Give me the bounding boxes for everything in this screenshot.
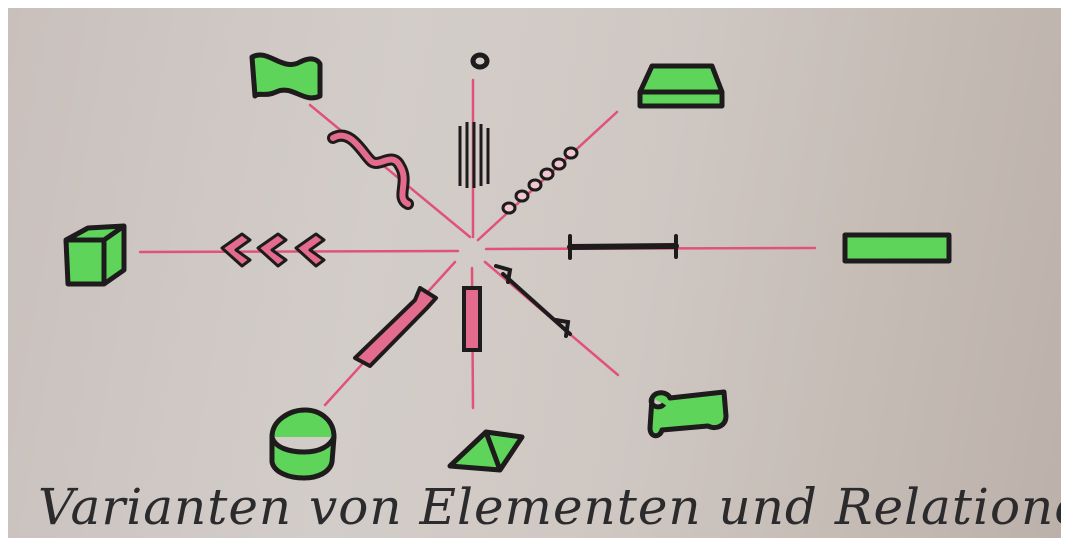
line-upper-left [308, 103, 472, 239]
long-bar-icon [842, 232, 952, 264]
relations-diagram [63, 52, 952, 481]
cube-icon [63, 223, 127, 287]
slab-icon [637, 63, 725, 109]
tetrahedron-icon [447, 429, 525, 473]
whiteboard: Varianten von Elementen und Relationen [8, 8, 1061, 538]
scroll-icon [647, 389, 729, 439]
thick-arrow-icon [353, 286, 438, 368]
wave-flag-icon [249, 52, 323, 101]
diagram-caption: Varianten von Elementen und Relationen [38, 478, 1061, 536]
wavy-line-icon [327, 129, 414, 210]
cylinder-icon [269, 407, 337, 481]
rectangle-connector-icon [462, 286, 482, 352]
small-circle-icon [470, 52, 490, 70]
dotted-chain-icon [501, 146, 579, 215]
bracket-line-icon [567, 234, 679, 260]
multi-line-icon [458, 122, 490, 188]
chevron-arrows-icon [220, 232, 326, 268]
barbed-arrow-icon [494, 264, 572, 338]
